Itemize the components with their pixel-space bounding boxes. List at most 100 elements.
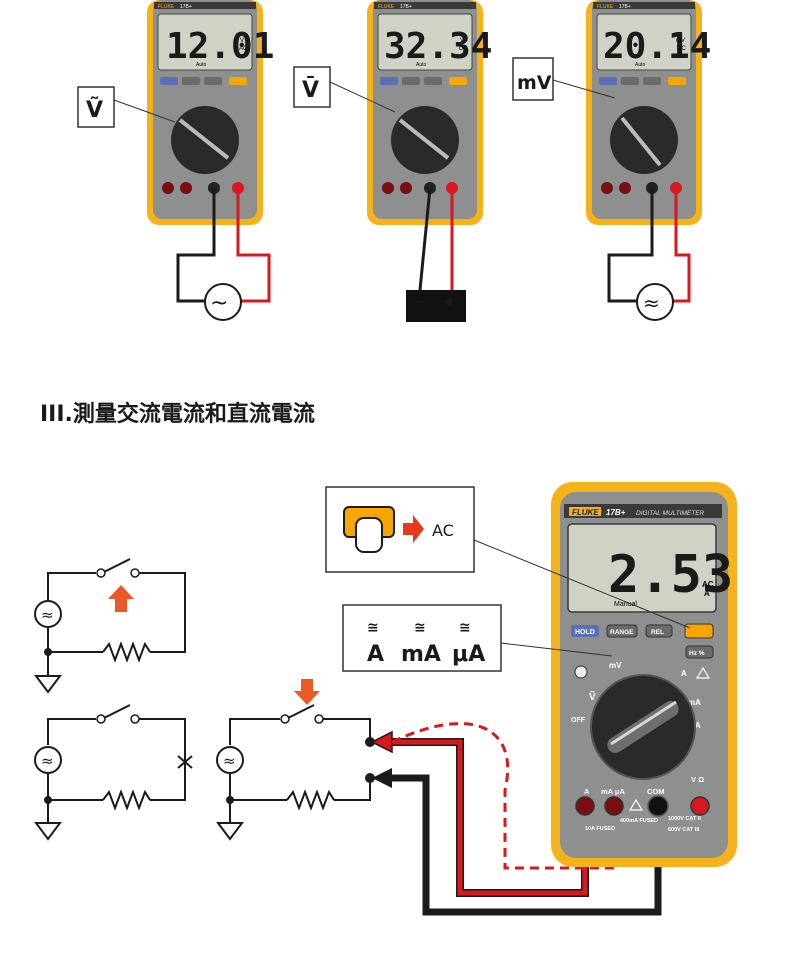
circuit-1: ≈ (34, 558, 186, 694)
switch-terminal (96, 714, 106, 724)
wire (139, 572, 186, 653)
warning-icon (695, 666, 711, 679)
ac-source-symbol: ~ (210, 291, 228, 316)
callout-line (329, 81, 396, 113)
callout-ac-text: AC (432, 521, 454, 540)
switch-blade (287, 704, 315, 719)
range-button[interactable] (182, 77, 200, 85)
rel-button[interactable] (204, 77, 222, 85)
hold-button[interactable] (380, 77, 398, 85)
resistor (102, 641, 151, 663)
switch-blade (103, 558, 131, 573)
jack-ma[interactable] (604, 796, 624, 816)
meter-header-bar (564, 504, 722, 518)
acdc-symbol: ≅ (367, 620, 379, 636)
yellow-button[interactable] (229, 77, 247, 85)
hz-label: Hz % (689, 650, 705, 657)
ac-source-symbol: ≈ (223, 752, 236, 770)
range-mode: Auto (635, 62, 646, 68)
rel-button[interactable] (643, 77, 661, 85)
jack-ma[interactable] (180, 182, 192, 194)
meter-ac-volts: FLUKE 17B+ 12.01 V AC Auto ~ Ṽ (77, 0, 274, 321)
yellow-button[interactable] (684, 623, 714, 639)
callout-line (473, 539, 691, 629)
switch-terminal (96, 568, 106, 578)
yellow-button[interactable] (449, 77, 467, 85)
rotary-dial[interactable] (610, 106, 678, 174)
jack-ma[interactable] (619, 182, 631, 194)
callout-label: Ṽ (86, 97, 103, 123)
lcd-screen (157, 13, 253, 71)
battery-minus: − (414, 294, 426, 310)
label-milliamps: mA (401, 642, 441, 667)
jack-vohm[interactable] (690, 796, 710, 816)
cat-iii-label: 600V CAT III (668, 827, 700, 833)
callout-line (552, 79, 616, 99)
model-label: 17B+ (619, 4, 631, 10)
label-amps: A (367, 642, 384, 667)
ac-source (204, 283, 242, 321)
lcd-screen (567, 523, 717, 613)
ground-icon (216, 822, 244, 841)
black-lead (607, 188, 654, 303)
dial-off-label: OFF (571, 717, 586, 724)
terminal-ma-label: mA μA (601, 787, 625, 796)
callout-box (342, 604, 502, 672)
black-lead (418, 187, 432, 291)
cat-ii-label: 1000V CAT II (668, 816, 701, 822)
jack-com[interactable] (647, 795, 669, 817)
fuse-400ma-label: 400mA FUSED (620, 818, 658, 824)
hold-button[interactable] (571, 625, 599, 637)
switch-blade (103, 704, 131, 719)
jack-a[interactable] (575, 796, 595, 816)
wire (229, 774, 287, 801)
callout-label: mV (517, 72, 552, 94)
unit-bottom: DC (459, 46, 468, 52)
jack-a[interactable] (382, 182, 394, 194)
unit-bottom: DC (677, 46, 686, 52)
right-arrow-icon (403, 515, 424, 543)
model-label: 17B+ (400, 4, 412, 10)
wire (229, 718, 280, 745)
warning-icon (628, 798, 644, 811)
black-lead (176, 188, 216, 303)
range-button[interactable] (606, 624, 638, 638)
dial-pointer (398, 118, 450, 160)
hz-button[interactable] (685, 645, 714, 659)
yellow-button[interactable] (668, 77, 686, 85)
meter-header-bar (154, 2, 256, 9)
wire (334, 778, 371, 801)
range-mode: Manual (614, 601, 637, 608)
range-mode: Auto (196, 62, 207, 68)
wire (47, 628, 103, 653)
jack-a[interactable] (162, 182, 174, 194)
range-button[interactable] (402, 77, 420, 85)
rel-button[interactable] (424, 77, 442, 85)
unit-bottom: AC (239, 46, 248, 52)
dial-ma-label: mA (688, 698, 701, 707)
jack-a[interactable] (601, 182, 613, 194)
callout-line (500, 642, 613, 657)
ac-source (34, 600, 62, 628)
ac-source (34, 746, 62, 774)
lcd-screen (377, 13, 473, 71)
rel-button[interactable] (645, 624, 673, 638)
circuit-3: ≈ (216, 679, 375, 841)
ac-source-symbol: ≈ (41, 752, 54, 770)
ground-icon (34, 822, 62, 841)
red-probe-tip (370, 730, 393, 754)
jack-ma[interactable] (400, 182, 412, 194)
hold-button[interactable] (160, 77, 178, 85)
lcd-reading: 12.01 (166, 26, 274, 67)
acdc-source-symbol: ≈ (643, 291, 660, 315)
callout-line (113, 99, 176, 123)
unit-top: V (240, 38, 244, 44)
acdc-source (636, 283, 674, 321)
ground-icon (34, 675, 62, 694)
terminal-a-label: A (584, 787, 590, 796)
dial-pointer (620, 116, 662, 167)
down-arrow-icon (294, 679, 320, 705)
lcd-reading: 20.14 (603, 26, 711, 67)
hold-button[interactable] (599, 77, 617, 85)
range-button[interactable] (621, 77, 639, 85)
